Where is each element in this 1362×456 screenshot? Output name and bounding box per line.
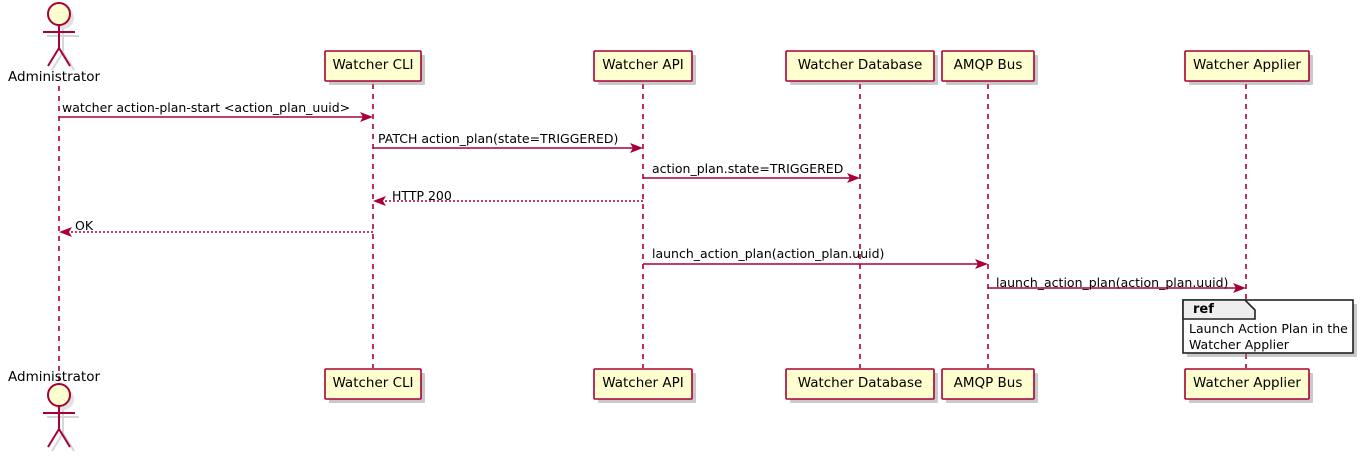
participant-box-amqp-bus-bottom[interactable] (941, 368, 1038, 403)
message-label-2: PATCH action_plan(state=TRIGGERED) (378, 131, 619, 146)
participant-box-watcher-cli-top[interactable] (324, 50, 425, 85)
message-arrow-3 (643, 173, 860, 183)
participant-label-watcher-api-bottom: Watcher API (602, 375, 684, 391)
participant-box-watcher-api-top[interactable] (593, 50, 696, 85)
participant-box-watcher-cli-bottom[interactable] (324, 368, 425, 403)
participant-label-watcher-database-top: Watcher Database (797, 57, 923, 73)
actor-head-icon (47, 2, 71, 26)
message-arrow-6 (643, 259, 988, 269)
participant-box-watcher-applier-top[interactable] (1184, 50, 1313, 85)
actor-administrator-top (43, 2, 79, 71)
participant-label-watcher-applier-bottom: Watcher Applier (1193, 375, 1301, 391)
participant-box-watcher-database-bottom[interactable] (785, 368, 938, 403)
participant-label-watcher-applier-top: Watcher Applier (1193, 57, 1301, 73)
participant-label-amqp-bus-top: AMQP Bus (953, 57, 1023, 73)
participant-label-amqp-bus-bottom: AMQP Bus (953, 375, 1023, 391)
participant-label-watcher-cli-top: Watcher CLI (332, 57, 414, 73)
ref-fragment-tab-label: ref (1193, 302, 1214, 317)
participant-box-amqp-bus-top[interactable] (941, 50, 1038, 85)
ref-fragment-box[interactable] (1182, 299, 1357, 357)
ref-fragment-body-line-1: Launch Action Plan in the (1189, 321, 1348, 336)
actor-label-administrator-bottom: Administrator (8, 369, 101, 385)
message-label-1: watcher action-plan-start <action_plan_u… (62, 100, 351, 115)
participant-box-watcher-api-bottom[interactable] (593, 368, 696, 403)
message-label-5: OK (75, 218, 94, 233)
message-label-4: HTTP 200 (392, 188, 452, 203)
participant-box-watcher-database-top[interactable] (785, 50, 938, 85)
participant-box-watcher-applier-bottom[interactable] (1184, 368, 1313, 403)
actor-administrator-bottom (43, 383, 79, 452)
message-arrow-4 (373, 196, 643, 206)
participant-label-watcher-api-top: Watcher API (602, 57, 684, 73)
participant-label-watcher-database-bottom: Watcher Database (797, 375, 923, 391)
message-arrow-2 (373, 143, 643, 153)
actor-label-administrator-top: Administrator (8, 69, 101, 85)
message-label-7: launch_action_plan(action_plan.uuid) (996, 275, 1229, 290)
message-label-6: launch_action_plan(action_plan.uuid) (652, 246, 885, 261)
actor-head-icon (47, 383, 71, 407)
ref-fragment-body-line-2: Watcher Applier (1189, 337, 1289, 352)
message-arrow-1 (59, 112, 373, 122)
participant-label-watcher-cli-bottom: Watcher CLI (332, 375, 414, 391)
message-arrow-7 (988, 283, 1246, 293)
message-label-3: action_plan.state=TRIGGERED (652, 161, 844, 176)
message-arrow-5 (59, 227, 373, 237)
